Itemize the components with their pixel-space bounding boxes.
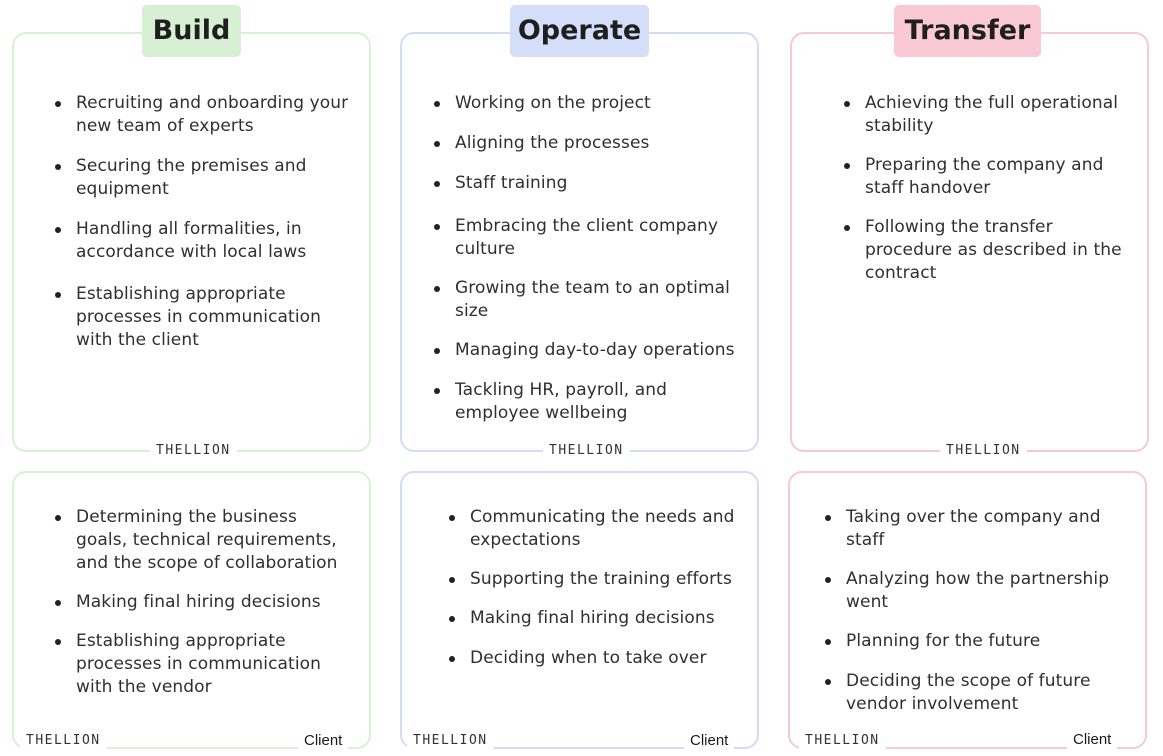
build-client-list: Determining the business goals, technica… <box>55 506 351 715</box>
operate-client-list: Communicating the needs and expectations… <box>449 506 739 686</box>
list-item: Aligning the processes <box>434 132 739 155</box>
list-item: Determining the business goals, technica… <box>55 506 351 575</box>
list-item: Growing the team to an optimal size <box>434 277 739 323</box>
list-item: Managing day-to-day operations <box>434 339 739 362</box>
list-item: Communicating the needs and expectations <box>449 506 739 552</box>
transfer-client-box: Taking over the company and staff Analyz… <box>788 471 1147 749</box>
transfer-header: Transfer <box>894 5 1041 57</box>
build-client-box: Determining the business goals, technica… <box>12 471 371 749</box>
operate-client-box: Communicating the needs and expectations… <box>400 471 759 749</box>
list-item: Taking over the company and staff <box>825 506 1127 552</box>
transfer-client-list: Taking over the company and staff Analyz… <box>825 506 1127 732</box>
list-item: Planning for the future <box>825 630 1127 653</box>
list-item: Following the transfer procedure as desc… <box>844 216 1129 285</box>
operate-client-label: Client <box>684 732 735 750</box>
build-client-label: Client <box>298 732 349 750</box>
list-item: Achieving the full operational stability <box>844 92 1129 138</box>
transfer-client-vendor-logo: THELLION <box>799 733 886 749</box>
transfer-vendor-list: Achieving the full operational stability… <box>844 92 1129 301</box>
build-vendor-list: Recruiting and onboarding your new team … <box>55 92 351 368</box>
list-item: Establishing appropriate processes in co… <box>55 283 351 352</box>
list-item: Supporting the training efforts <box>449 568 739 591</box>
list-item: Tackling HR, payroll, and employee wellb… <box>434 379 739 425</box>
build-vendor-box: Recruiting and onboarding your new team … <box>12 32 371 452</box>
operate-vendor-list: Working on the project Aligning the proc… <box>434 92 739 441</box>
list-item: Making final hiring decisions <box>449 607 739 630</box>
list-item: Securing the premises and equipment <box>55 155 351 201</box>
list-item: Handling all formalities, in accordance … <box>55 218 351 264</box>
list-item: Analyzing how the partnership went <box>825 568 1127 614</box>
operate-client-vendor-logo: THELLION <box>407 733 494 749</box>
transfer-vendor-box: Achieving the full operational stability… <box>790 32 1149 452</box>
list-item: Staff training <box>434 172 739 195</box>
build-header: Build <box>142 5 241 57</box>
transfer-vendor-logo: THELLION <box>940 443 1027 459</box>
build-client-vendor-logo: THELLION <box>20 733 107 749</box>
transfer-client-label: Client <box>1067 731 1118 749</box>
list-item: Making final hiring decisions <box>55 591 351 614</box>
operate-header: Operate <box>510 5 649 57</box>
operate-vendor-logo: THELLION <box>543 443 630 459</box>
list-item: Working on the project <box>434 92 739 115</box>
list-item: Recruiting and onboarding your new team … <box>55 92 351 138</box>
build-vendor-logo: THELLION <box>150 443 237 459</box>
list-item: Establishing appropriate processes in co… <box>55 630 351 699</box>
operate-vendor-box: Working on the project Aligning the proc… <box>400 32 759 452</box>
list-item: Deciding the scope of future vendor invo… <box>825 670 1127 716</box>
list-item: Embracing the client company culture <box>434 215 739 261</box>
list-item: Preparing the company and staff handover <box>844 154 1129 200</box>
list-item: Deciding when to take over <box>449 647 739 670</box>
